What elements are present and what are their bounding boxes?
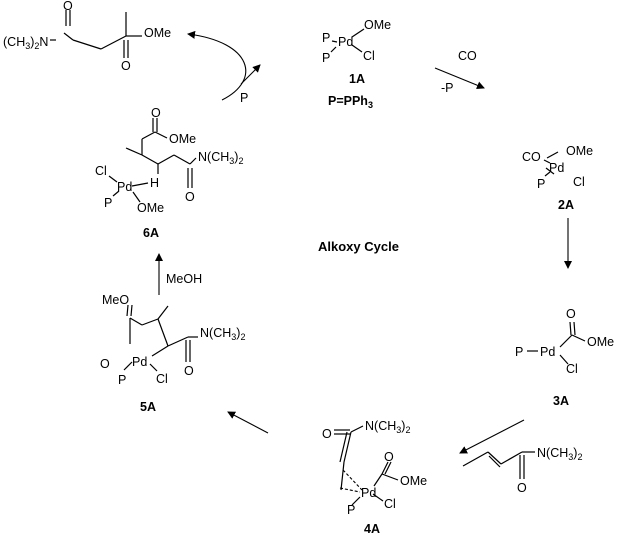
oxygen-atom: O <box>100 357 110 371</box>
chloro-label: Cl <box>95 164 107 178</box>
chloro-label: Cl <box>384 497 396 511</box>
methoxy-ester-label: MeO <box>102 293 129 307</box>
oxygen-atom: O <box>151 106 161 120</box>
oxygen-atom: O <box>121 59 131 73</box>
hydride-label: H <box>150 176 159 190</box>
phosphine-label: P <box>322 31 330 45</box>
dimethylamide-label: N(CH3)2 <box>365 419 410 435</box>
compound-id-5A: 5A <box>140 400 156 414</box>
carbonyl-ligand-label: CO <box>522 150 541 164</box>
compound-id-2A: 2A <box>558 198 574 212</box>
oxygen-atom: O <box>63 0 73 13</box>
methoxy-label: OMe <box>144 26 171 40</box>
cycle-title: Alkoxy Cycle <box>318 239 399 254</box>
substrate-crotonamide: N(CH3)2 O <box>462 446 582 495</box>
dimethylamide-label: N(CH3)2 <box>200 326 245 342</box>
compound-3A: P Pd O OMe Cl 3A <box>515 307 614 408</box>
chloro-label: Cl <box>573 175 585 189</box>
oxygen-atom: O <box>517 481 527 495</box>
arrow-4A-to-5A <box>227 411 269 434</box>
methoxy-label: OMe <box>400 474 427 488</box>
compound-4A: O N(CH3)2 O OMe Pd Cl P 4A <box>322 419 427 536</box>
phosphine-label: P <box>104 196 112 210</box>
phosphine-label: P <box>515 345 523 359</box>
chloro-label: Cl <box>363 49 375 63</box>
methoxy-label: OMe <box>364 18 391 32</box>
phosphine-reagent-label: P <box>240 91 248 105</box>
chloro-label: Cl <box>566 362 578 376</box>
oxygen-atom: O <box>185 190 195 204</box>
methoxy-label: OMe <box>566 144 593 158</box>
palladium-atom: Pd <box>338 35 353 49</box>
compound-1A: Pd OMe Cl P P 1A <box>322 18 391 86</box>
phosphine-label: P <box>537 177 545 191</box>
methoxy-label: OMe <box>137 201 164 215</box>
phosphine-label: P <box>118 373 126 387</box>
oxygen-atom: O <box>184 364 194 378</box>
phosphine-label: P <box>347 503 355 517</box>
compound-id-3A: 3A <box>553 394 569 408</box>
chloro-label: Cl <box>156 372 168 386</box>
compound-2A: CO Pd OMe Cl P 2A <box>522 144 593 212</box>
ligand-loss-label: -P <box>441 81 454 95</box>
product-molecule: (CH3)2N O OMe O <box>3 0 171 73</box>
phosphine-label: P <box>322 51 330 65</box>
compound-id-1A: 1A <box>349 72 365 86</box>
compound-id-4A: 4A <box>364 522 380 536</box>
methoxy-label: OMe <box>169 132 196 146</box>
ligand-definition: P=PPh3 <box>328 94 373 110</box>
palladium-atom: Pd <box>549 161 564 175</box>
arrow-5A-to-6A: MeOH <box>155 253 202 295</box>
palladium-atom: Pd <box>117 180 132 194</box>
co-reagent-label: CO <box>458 49 477 63</box>
compound-id-6A: 6A <box>143 226 159 240</box>
dimethylamino-label: (CH3)2N <box>3 35 48 51</box>
palladium-atom: Pd <box>540 345 555 359</box>
compound-6A: O OMe N(CH3)2 O Cl Pd H P OMe 6A <box>95 106 243 240</box>
compound-5A: MeO O Pd Cl P N(CH3)2 O 5A <box>100 293 245 414</box>
dimethylamide-label: N(CH3)2 <box>537 446 582 462</box>
palladium-atom: Pd <box>361 486 376 500</box>
arrow-3A-to-4A <box>459 419 525 454</box>
dimethylamide-label: N(CH3)2 <box>198 150 243 166</box>
methoxy-label: OMe <box>587 335 614 349</box>
palladium-atom: Pd <box>132 355 147 369</box>
oxygen-atom: O <box>384 450 394 464</box>
methanol-reagent-label: MeOH <box>166 272 202 286</box>
arrow-1A-to-2A: CO -P <box>434 49 485 95</box>
arrow-6A-to-product: P <box>187 30 261 105</box>
oxygen-atom: O <box>566 307 576 321</box>
oxygen-atom: O <box>322 427 332 441</box>
